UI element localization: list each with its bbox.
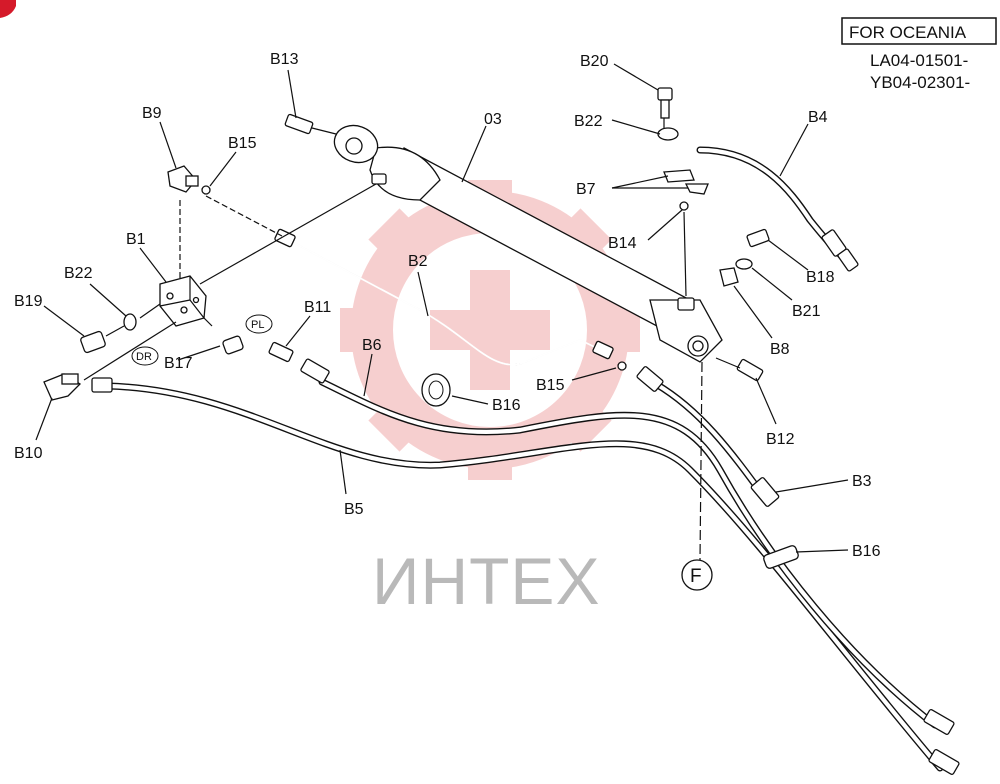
label-b19: B19 [14,293,43,310]
label-b22-left: B22 [64,265,93,282]
bolt-b20 [657,87,673,119]
label-b12: B12 [766,431,795,448]
oring-b15-right [617,361,627,371]
clamp-b16-right [763,545,799,569]
label-b21: B21 [792,303,821,320]
watermark-text: ИНТЕХ [372,544,600,618]
serial-range-1: LA04-01501- [870,51,968,70]
bolt-b18 [746,228,770,248]
fitting-b12 [736,358,764,382]
label-b3: B3 [852,473,872,490]
oring-b14 [679,201,689,211]
label-b7: B7 [576,181,596,198]
bolt-b19 [80,330,106,354]
hydraulic-cylinder [333,124,723,363]
reference-mark-f: F [681,559,713,591]
pipe-b2 [284,237,606,366]
bracket-b8 [719,267,739,287]
label-b6: B6 [362,337,382,354]
label-b9: B9 [142,105,162,122]
region-box [841,17,997,45]
washer-b22-left [123,313,137,331]
region-label: FOR OCEANIA [849,23,967,42]
washer-b22-right [657,127,679,141]
elbow-b10 [43,373,82,401]
label-b22-right: B22 [574,113,603,130]
elbow-b9 [167,165,199,193]
label-b11: B11 [304,299,331,316]
hose-b6 [318,378,939,729]
port-mark-pl: PL [245,314,273,334]
svg-text:DR: DR [136,351,152,363]
label-b17: B17 [164,355,193,372]
label-b5: B5 [344,501,364,518]
valve-block [159,275,207,327]
label-b16-mid: B16 [492,397,521,414]
oring-b15-left [201,185,211,195]
clips-b7 [663,169,709,195]
callout-labels: B13 B9 B15 B1 B22 B19 B17 B10 B11 B6 B2 … [14,51,881,560]
label-b13: B13 [270,51,299,68]
port-mark-dr: DR [131,346,159,366]
label-b18: B18 [806,269,835,286]
label-b14: B14 [608,235,637,252]
reference-lines [83,118,741,561]
svg-text:PL: PL [251,319,264,331]
label-03: 03 [484,111,502,128]
washer-b21 [735,258,753,270]
leader-lines [35,63,849,553]
hose-b5 [104,382,944,772]
label-b10: B10 [14,445,43,462]
label-b1: B1 [126,231,146,248]
fitting-b11 [268,341,294,363]
hose-end-fittings [91,228,960,775]
clamp-b16-mid [421,373,451,407]
svg-text:F: F [690,566,702,587]
label-b4: B4 [808,109,828,126]
plug-b17 [222,335,244,355]
label-b8: B8 [770,341,790,358]
hose-b3 [652,380,769,502]
fitting-b13 [284,113,314,135]
corner-mark [0,0,16,18]
serial-range-2: YB04-02301- [870,73,970,92]
label-b15-left: B15 [228,135,257,152]
label-b20: B20 [580,53,609,70]
label-b16-right: B16 [852,543,881,560]
label-b2: B2 [408,253,428,270]
label-b15-right: B15 [536,377,565,394]
